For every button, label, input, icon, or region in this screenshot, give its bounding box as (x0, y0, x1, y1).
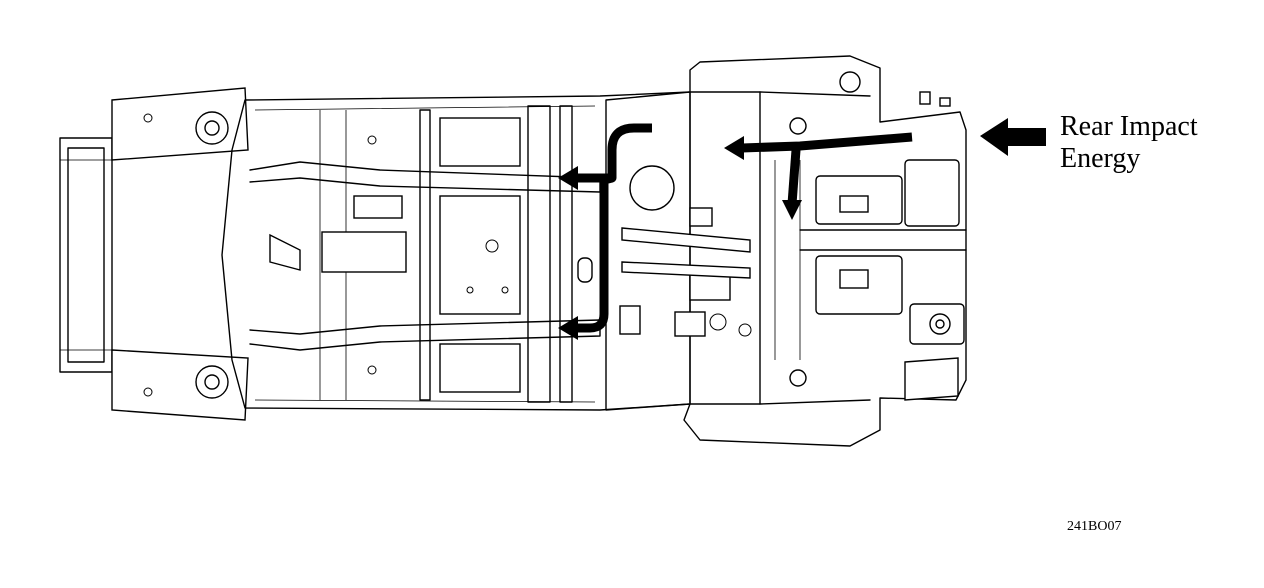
annotation-label-line-2: Energy (1060, 143, 1141, 174)
figure-code: 241BO07 (1067, 519, 1122, 534)
arrow-left-icon (980, 118, 1046, 156)
energy-flow-arrows (558, 123, 913, 340)
annotation-label-line-1: Rear Impact (1060, 111, 1198, 142)
vehicle-underbody (59, 55, 967, 447)
